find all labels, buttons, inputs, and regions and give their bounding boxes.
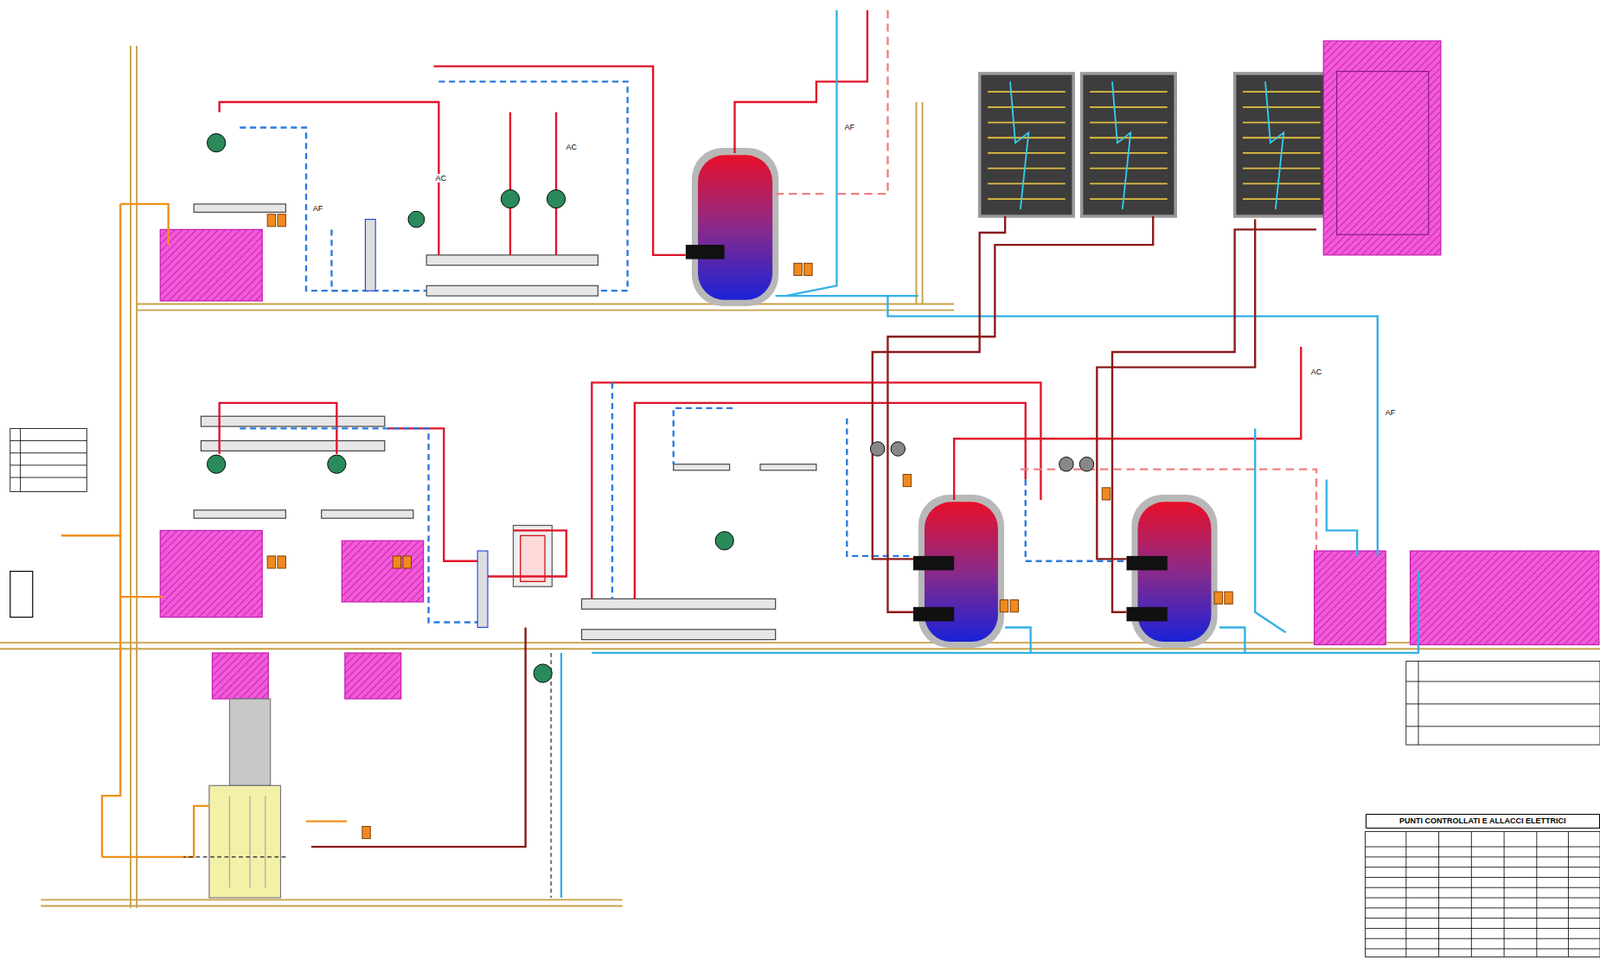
hydraulic-separator: [364, 219, 488, 628]
supply-pipe: [219, 10, 1302, 600]
table-title: PUNTI CONTROLLATI E ALLACCI ELETTRICI: [1369, 816, 1596, 826]
solar-loop-pipe: [311, 216, 1317, 847]
recirculation-pipe: [775, 10, 1317, 551]
pipe-tag: AF: [311, 204, 326, 214]
pipe-tag: AC: [563, 142, 579, 153]
pipe-tag: AC: [433, 173, 448, 184]
generator: [10, 571, 282, 898]
equipment-area: [160, 229, 1600, 699]
table-title-box: PUNTI CONTROLLATI E ALLACCI ELETTRICI: [1365, 813, 1600, 829]
pipe-tag: AC: [1309, 367, 1325, 378]
gas-pipe: [61, 204, 347, 858]
solar-panel: [979, 40, 1441, 256]
pipe-tag: AF: [1383, 408, 1398, 418]
pump-symbol: [207, 134, 1095, 684]
return-pipe: [239, 81, 1127, 622]
pipe-tag: AF: [843, 122, 858, 133]
expansion-vessel: [267, 214, 1233, 839]
cold-water-pipe: [561, 10, 1419, 898]
drain-pipe: [183, 652, 551, 898]
table-grid: [10, 428, 1600, 957]
manifold: [193, 204, 817, 640]
